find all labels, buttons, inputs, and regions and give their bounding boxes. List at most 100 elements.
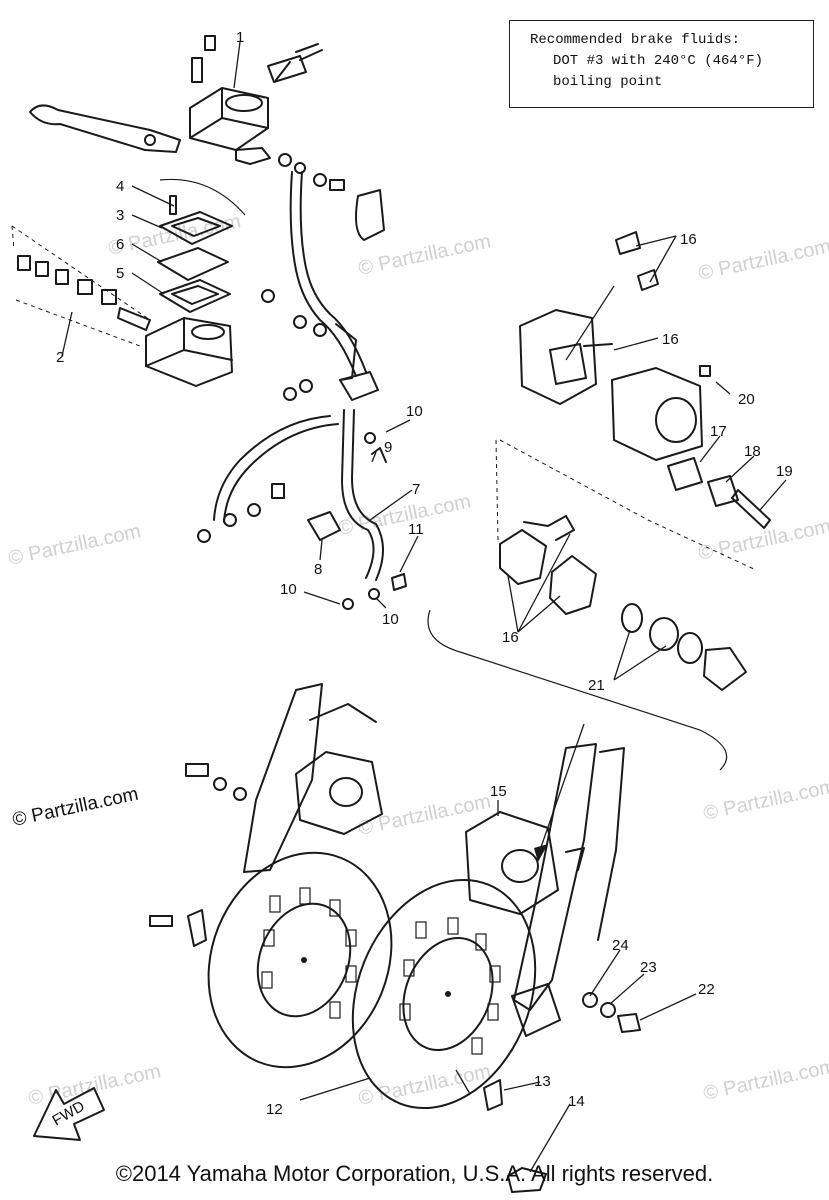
bolt <box>149 915 173 927</box>
reservoir-cap <box>225 94 263 112</box>
note-line-1: Recommended brake fluids: <box>530 32 741 48</box>
brake-fluid-note: Recommended brake fluids: DOT #3 with 24… <box>509 20 814 108</box>
pad-clip <box>615 231 641 255</box>
washer <box>293 315 307 329</box>
piston-seal <box>621 603 643 633</box>
brake-pad <box>499 529 547 585</box>
callout-18: 18 <box>744 443 761 460</box>
dust-seal <box>677 632 703 664</box>
disc-hole <box>487 1003 499 1021</box>
washer <box>283 387 297 401</box>
callout-20: 20 <box>738 391 755 408</box>
washer <box>313 323 327 337</box>
disc-hole <box>415 921 427 939</box>
bolt <box>329 179 345 191</box>
dashed-guide <box>11 225 15 251</box>
disc-hole <box>269 895 281 913</box>
washer <box>368 588 380 600</box>
reservoir-plate-inner <box>171 285 219 305</box>
caliper-arrowhead <box>534 844 548 862</box>
reservoir-opening <box>191 324 225 340</box>
washer <box>294 162 306 174</box>
diaphragm-holder-inner <box>171 217 221 237</box>
brake-pad <box>549 555 597 615</box>
master-cylinder-lower-edges <box>145 317 233 367</box>
washer <box>247 503 261 517</box>
bolt <box>191 57 203 83</box>
cap-screw <box>169 195 177 215</box>
callout-5: 5 <box>116 265 124 282</box>
diaphragm-holder <box>159 211 233 245</box>
diaphragm <box>157 247 229 281</box>
washer <box>313 173 327 187</box>
left-fork-leg <box>243 683 323 873</box>
sleeve <box>667 457 703 491</box>
rubber-boot <box>355 189 385 241</box>
watermark: © Partzilla.com <box>26 1060 162 1110</box>
left-caliper-piston <box>329 777 363 807</box>
callout-4: 4 <box>116 178 124 195</box>
callout-17: 17 <box>710 423 727 440</box>
group-bracket <box>159 178 246 216</box>
watermark: © Partzilla.com <box>6 520 142 570</box>
right-fork-leg <box>513 743 597 1011</box>
disc-bolt <box>507 1167 547 1193</box>
disc-hole <box>345 929 357 947</box>
disc-hole <box>471 1037 483 1055</box>
callout-11: 11 <box>408 521 424 538</box>
callout-10-left: 10 <box>280 581 297 598</box>
bolt-head <box>617 1013 641 1033</box>
disc-hole <box>475 933 487 951</box>
clamp <box>267 55 307 83</box>
dashed-guide <box>11 225 151 321</box>
caliper-exploded <box>427 231 771 771</box>
watermark: © Partzilla.com <box>356 790 492 840</box>
washer <box>364 432 376 444</box>
disc-hole <box>399 1003 411 1021</box>
hub-bolt-hole <box>445 991 451 997</box>
watermark: © Partzilla.com <box>356 1060 492 1110</box>
fork-bracket <box>309 703 377 723</box>
right-disc-hub <box>402 936 494 1052</box>
watermark: © Partzilla.com <box>356 230 492 280</box>
piston-kit <box>17 255 151 331</box>
brake-hoses <box>197 171 407 610</box>
callout-19: 19 <box>776 463 793 480</box>
callout-3: 3 <box>116 207 124 224</box>
disc-hole <box>489 965 501 983</box>
forward-arrow <box>33 1087 105 1141</box>
hose-junction <box>339 371 379 401</box>
pin-guide <box>565 285 615 361</box>
right-brake-hose-edge <box>351 409 384 581</box>
slide-bolt <box>731 489 771 529</box>
bleeder-cap <box>565 847 585 871</box>
disc-hole <box>447 917 459 935</box>
dashed-guide <box>499 439 757 571</box>
washer <box>582 992 598 1008</box>
disc-hole <box>345 965 357 983</box>
bolt <box>271 483 285 499</box>
pad-clip <box>637 269 659 291</box>
piston-part <box>101 289 117 305</box>
hose-bracket <box>307 511 341 541</box>
lock-washer <box>187 909 207 947</box>
hub-bolt-hole <box>301 957 307 963</box>
copyright-notice: ©2014 Yamaha Motor Corporation, U.S.A. A… <box>115 1161 714 1186</box>
leader <box>275 61 291 81</box>
callout-16-top: 16 <box>680 231 697 248</box>
bolt <box>185 763 209 777</box>
upper-brake-hose <box>289 171 357 377</box>
piston-part <box>55 269 69 285</box>
callout-16-pads: 16 <box>502 629 519 646</box>
watermark: © Partzilla.com <box>696 235 829 285</box>
washer <box>223 513 237 527</box>
disc-hole <box>263 929 275 947</box>
caliper-bracket <box>519 309 597 405</box>
callout-8: 8 <box>314 561 322 578</box>
callout-24: 24 <box>612 937 629 954</box>
callout-15: 15 <box>490 783 507 800</box>
wheel-brake-assembly: FWD <box>33 683 641 1193</box>
washer <box>278 153 292 167</box>
callout-1: 1 <box>236 29 244 46</box>
